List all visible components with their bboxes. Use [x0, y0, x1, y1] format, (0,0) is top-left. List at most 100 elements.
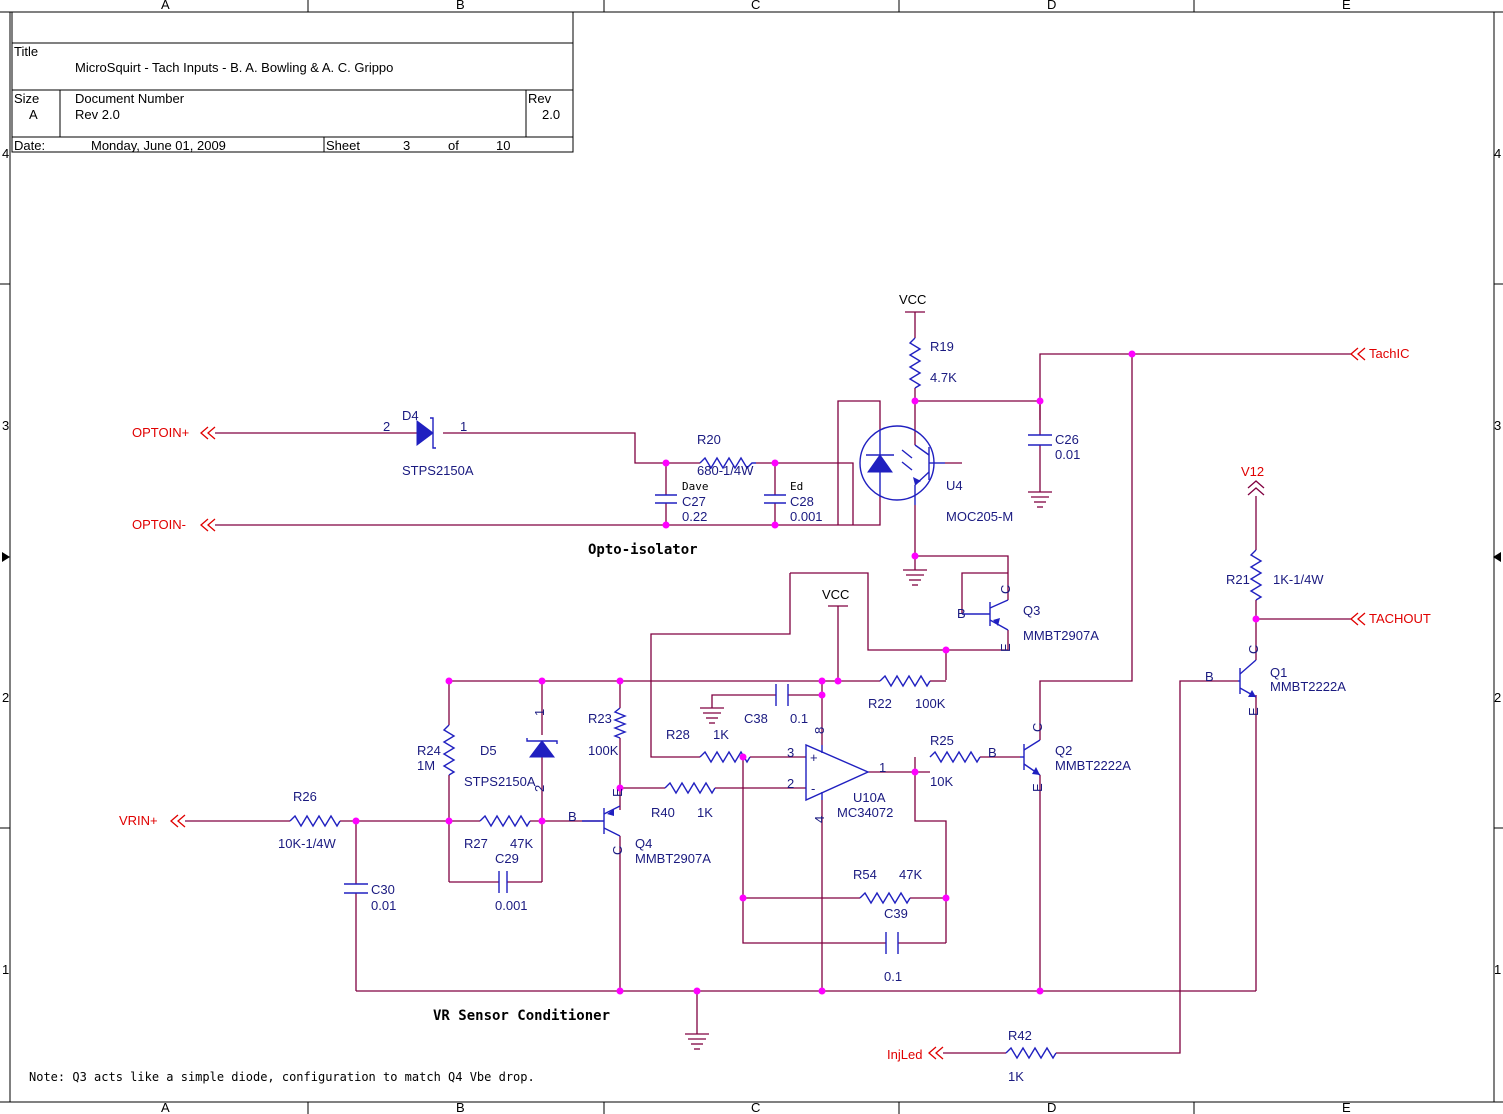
q1-b: B: [1205, 669, 1214, 684]
r40-value: 1K: [697, 805, 713, 820]
d4-pin-k: 1: [460, 419, 467, 434]
junction-dot: [662, 521, 670, 529]
junction-dot: [771, 521, 779, 529]
junction-dot: [1252, 615, 1260, 623]
junction-dot: [693, 987, 701, 995]
sheets-value: 10: [496, 138, 510, 153]
u10a-value: MC34072: [837, 805, 893, 820]
r19-ref: R19: [930, 339, 954, 354]
junction-dot: [616, 677, 624, 685]
section-labels: Opto-isolator VR Sensor Conditioner Note…: [29, 542, 698, 1084]
q2-c: C: [1030, 723, 1045, 732]
u10a-minus: -: [811, 781, 815, 796]
optoin-minus-arrow-icon: [200, 518, 216, 532]
optoin-plus-arrow-icon: [200, 426, 216, 440]
junction-dot: [445, 817, 453, 825]
col-label: C: [751, 0, 760, 12]
u10a-opamp: [805, 743, 870, 802]
q3-b: B: [957, 606, 966, 621]
q2-b: B: [988, 745, 997, 760]
d4-pin-a: 2: [383, 419, 390, 434]
docnum-value: Rev 2.0: [75, 107, 120, 122]
junction-dot: [739, 753, 747, 761]
c26-capacitor: [1028, 434, 1052, 446]
q3-e: E: [998, 643, 1013, 652]
c29-value: 0.001: [495, 898, 528, 913]
r27-value: 47K: [510, 836, 533, 851]
junction-dot: [538, 817, 546, 825]
c30-capacitor: [344, 883, 368, 894]
c29-ref: C29: [495, 851, 519, 866]
col-label: C: [751, 1100, 760, 1114]
junction-dot: [1036, 397, 1044, 405]
r25-resistor: [929, 750, 981, 764]
d5-pin1: 1: [532, 709, 547, 716]
row-label: 1: [2, 962, 9, 977]
c30-value: 0.01: [371, 898, 396, 913]
d4-value: STPS2150A: [402, 463, 474, 478]
ground-symbols: [685, 491, 1052, 1050]
row-label: 4: [1494, 146, 1501, 161]
r21-ref: R21: [1226, 572, 1250, 587]
sheet-value: 3: [403, 138, 410, 153]
c39-capacitor: [885, 932, 899, 954]
wires: [185, 312, 1352, 1054]
c27-ref: C27: [682, 494, 706, 509]
r21-resistor: [1249, 549, 1263, 601]
section-opto-label: Opto-isolator: [588, 542, 698, 558]
c38-ref: C38: [744, 711, 768, 726]
r24-resistor: [442, 724, 456, 776]
ground-icon: [685, 1033, 709, 1050]
row-label: 4: [2, 146, 9, 161]
q2-transistor: [1020, 739, 1041, 776]
ground-icon: [903, 569, 927, 586]
r42-resistor: [1005, 1046, 1057, 1060]
tachout-arrow-icon: [1350, 612, 1366, 626]
q3-c: C: [998, 585, 1013, 594]
col-label: B: [456, 0, 465, 12]
row-label: 1: [1494, 962, 1501, 977]
ground-icon: [1028, 491, 1052, 508]
u10a-pin8: 8: [812, 727, 827, 734]
title-value: MicroSquirt - Tach Inputs - B. A. Bowlin…: [75, 60, 393, 75]
c26-value: 0.01: [1055, 447, 1080, 462]
u4-optocoupler: [859, 425, 945, 505]
rev-label: Rev: [528, 91, 552, 106]
tachic-arrow-icon: [1350, 347, 1366, 361]
r21-value: 1K-1/4W: [1273, 572, 1324, 587]
sheet-label: Sheet: [326, 138, 360, 153]
junction-dot: [538, 677, 546, 685]
v12-icon: [1247, 480, 1265, 496]
port-optoin-plus: OPTOIN+: [132, 425, 189, 440]
u10a-pin3: 3: [787, 745, 794, 760]
junction-dot: [445, 677, 453, 685]
rev-value: 2.0: [542, 107, 560, 122]
c26-ref: C26: [1055, 432, 1079, 447]
junction-dot: [616, 784, 624, 792]
section-vr-label: VR Sensor Conditioner: [433, 1008, 610, 1024]
port-arrows: [170, 347, 1366, 1060]
junction-dot: [818, 677, 826, 685]
r19-value: 4.7K: [930, 370, 957, 385]
size-label: Size: [14, 91, 39, 106]
q4-e: E: [610, 788, 625, 797]
q2-value: MMBT2222A: [1055, 758, 1131, 773]
col-label: A: [161, 1100, 170, 1114]
title-label: Title: [14, 44, 38, 59]
frame-row-labels: 4 3 2 1 4 3 2 1: [2, 146, 1501, 977]
q1-value: MMBT2222A: [1270, 679, 1346, 694]
junction-dot: [911, 768, 919, 776]
r54-ref: R54: [853, 867, 877, 882]
r40-ref: R40: [651, 805, 675, 820]
col-label: E: [1342, 1100, 1351, 1114]
junction-dot: [834, 677, 842, 685]
d5-value: STPS2150A: [464, 774, 536, 789]
port-v12: V12: [1241, 464, 1264, 479]
vcc-label: VCC: [899, 292, 926, 307]
size-value: A: [29, 107, 38, 122]
r27-resistor: [479, 814, 531, 828]
u4-ref: U4: [946, 478, 963, 493]
title-block: Title MicroSquirt - Tach Inputs - B. A. …: [11, 11, 574, 153]
r54-resistor: [859, 891, 911, 905]
